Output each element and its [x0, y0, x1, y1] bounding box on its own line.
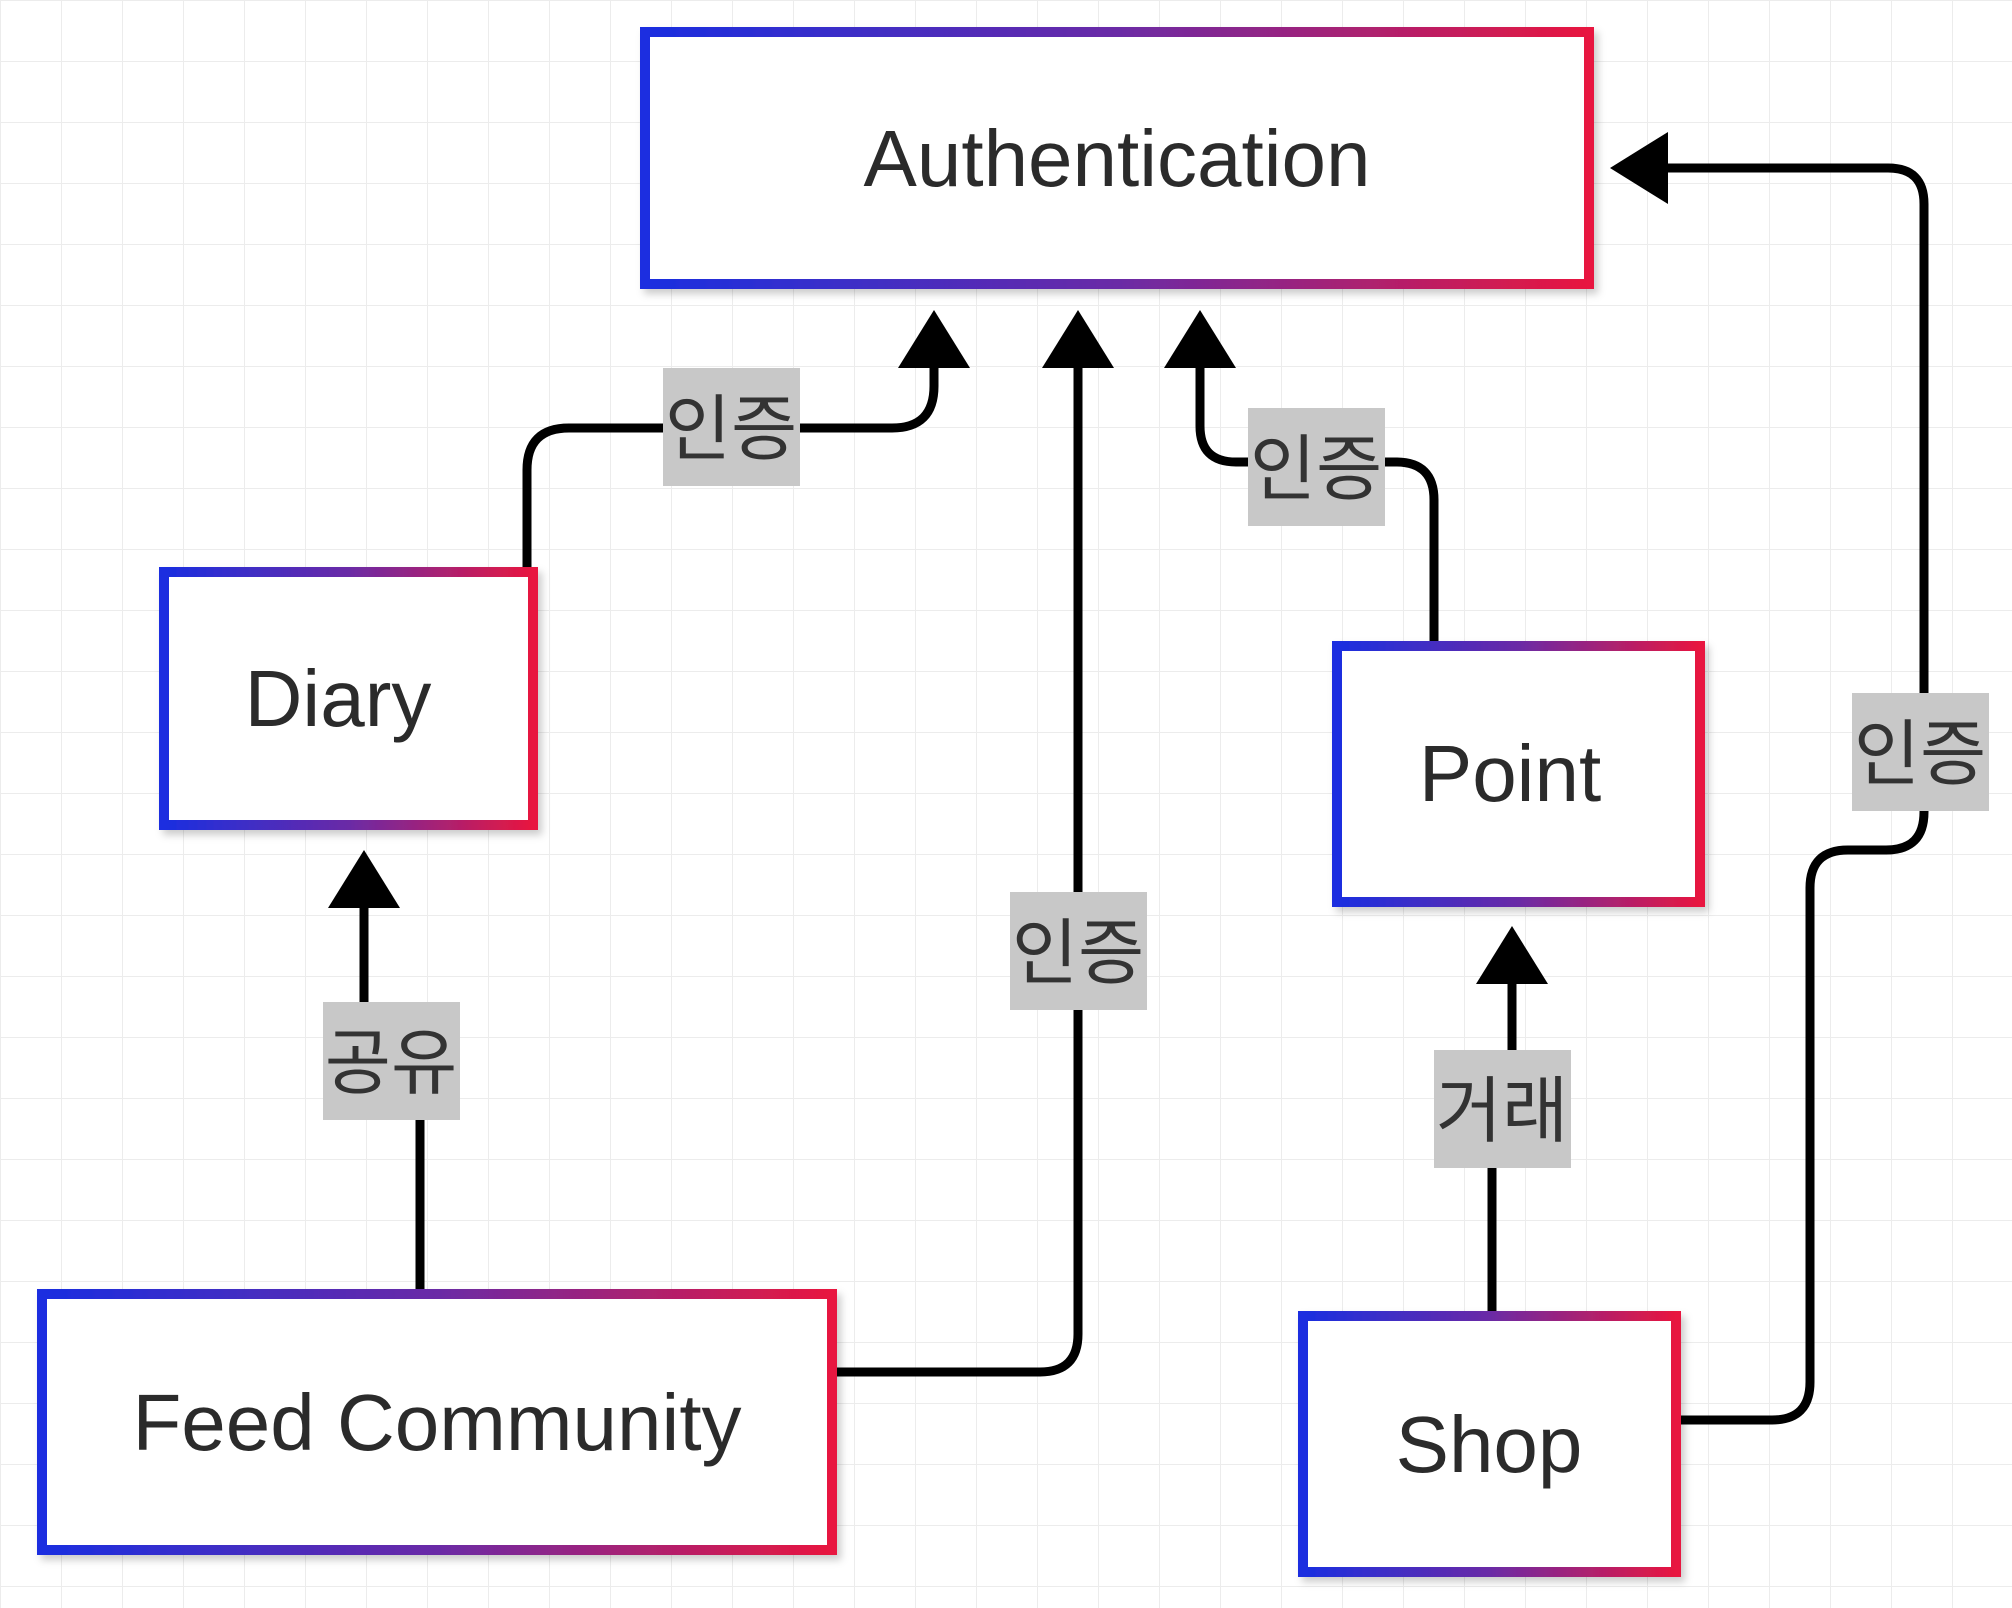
arrowhead-shop-point	[1476, 926, 1548, 984]
node-feed-community[interactable]: Feed Community	[37, 1289, 837, 1555]
arrowhead-shop-auth	[1610, 132, 1668, 204]
arrowhead-point-auth	[1164, 310, 1236, 368]
edge-label-text: 거래	[1436, 1069, 1568, 1153]
node-label: Shop	[1396, 1400, 1583, 1489]
edge-label-point-auth: 인증	[1248, 408, 1385, 526]
node-label: Diary	[245, 654, 432, 743]
node-label: Feed Community	[132, 1378, 741, 1467]
node-label: Authentication	[863, 114, 1370, 203]
edge-label-text: 인증	[665, 387, 797, 471]
node-label: Point	[1419, 729, 1601, 818]
edge-label-text: 인증	[1250, 427, 1382, 511]
node-point[interactable]: Point	[1332, 641, 1705, 907]
edge-label-text: 공유	[325, 1021, 457, 1105]
edge-label-feed-diary: 공유	[323, 1002, 460, 1120]
edge-label-text: 인증	[1012, 911, 1144, 995]
edge-label-text: 인증	[1854, 712, 1986, 796]
arrowhead-feed-auth	[1042, 310, 1114, 368]
edge-label-feed-auth: 인증	[1010, 892, 1147, 1010]
node-shop[interactable]: Shop	[1298, 1311, 1681, 1577]
edge-shop-authentication[interactable]	[1662, 163, 1929, 1425]
edge-label-shop-point: 거래	[1434, 1050, 1571, 1168]
node-authentication[interactable]: Authentication	[640, 27, 1594, 289]
arrowheads	[328, 132, 1668, 984]
edge-label-shop-auth: 인증	[1852, 693, 1989, 811]
arrowhead-feed-diary	[328, 850, 400, 908]
edge-feed-authentication[interactable]	[832, 364, 1083, 1377]
node-diary[interactable]: Diary	[159, 567, 538, 830]
arrowhead-diary-auth	[898, 310, 970, 368]
edge-label-diary-auth: 인증	[663, 368, 800, 486]
